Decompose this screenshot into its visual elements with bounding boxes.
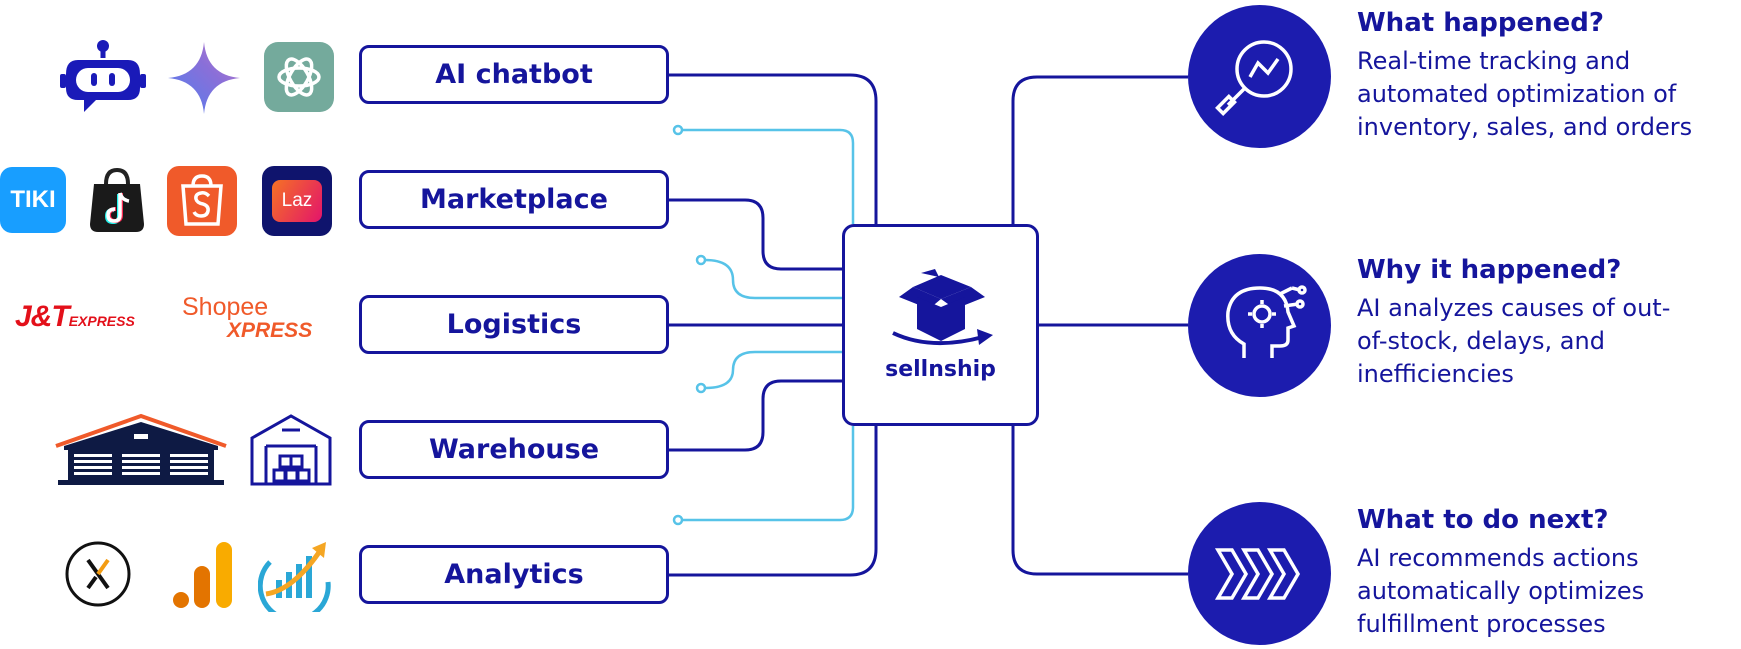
tiki-logo-text: TIKI [10,186,56,213]
warehouse-building-icon [55,413,227,485]
warehouse-outline-icon [250,414,332,486]
open-box-icon [892,269,993,346]
source-box-logistics: Logistics [359,295,669,354]
output-desc-line: AI analyzes causes of out- [1357,294,1671,322]
output-title-what-happened: What happened? [1357,8,1604,38]
aux-line-4 [682,426,855,522]
aux-line-3 [704,350,842,390]
x-logo [65,541,131,607]
output-desc-line: of-stock, delays, and [1357,327,1605,355]
source-box-marketplace: Marketplace [359,170,669,229]
output-desc-line: inventory, sales, and orders [1357,113,1693,141]
tiktok-shop-logo [90,167,144,232]
jt-express-logo-sub: EXPRESS [68,313,135,329]
source-box-warehouse: Warehouse [359,420,669,479]
shopee-xpress-logo-top: Shopee [182,293,269,321]
openai-icon [264,42,334,112]
source-label-marketplace: Marketplace [420,184,608,215]
output-desc-what-next: AI recommends actions automatically opti… [1357,542,1737,641]
connector-warehouse [669,379,842,452]
shopee-xpress-logo: Shopee XPRESS [182,294,332,356]
robot-icon [60,40,146,112]
output-circle-what-happened [1188,5,1331,148]
output-title-what-next: What to do next? [1357,505,1609,535]
forward-chevrons-icon [1214,548,1301,600]
source-label-analytics: Analytics [444,559,584,590]
connector-ai-chatbot [669,73,878,224]
shopee-xpress-logo-bottom: XPRESS [227,319,313,342]
lazada-logo-text: Laz [281,190,313,211]
head-gear-icon [1226,285,1307,358]
output-desc-line: automated optimization of [1357,80,1677,108]
aux-line-1 [682,128,855,224]
aux-line-2 [704,258,842,300]
connector-out-3 [1011,426,1188,576]
source-label-ai-chatbot: AI chatbot [435,59,593,90]
output-desc-line: inefficiencies [1357,360,1514,388]
output-circle-why-happened [1188,254,1331,397]
output-desc-line: automatically optimizes [1357,577,1645,605]
output-desc-line: fulfillment processes [1357,610,1606,638]
hub-label: sellnship [885,357,996,382]
output-desc-why-happened: AI analyzes causes of out- of-stock, del… [1357,292,1737,391]
output-title-why-happened: Why it happened? [1357,255,1622,285]
source-box-analytics: Analytics [359,545,669,604]
connector-analytics [669,426,878,577]
magnifier-chart-icon [1215,40,1293,116]
output-desc-line: AI recommends actions [1357,544,1639,572]
source-label-warehouse: Warehouse [428,434,600,465]
lazada-logo-heart: Laz [272,180,322,222]
sellnship-hub: sellnship [842,224,1039,426]
lazada-logo: Laz [262,166,332,236]
google-analytics-icon [173,542,232,608]
output-desc-what-happened: Real-time tracking and automated optimiz… [1357,45,1737,144]
jt-express-logo-main: J&T [15,300,70,333]
growth-chart-icon [258,542,331,612]
output-circle-what-next [1188,502,1331,645]
sparkle-icon [168,42,240,114]
jt-express-logo: J&TEXPRESS [15,300,160,346]
shopee-logo [167,166,237,236]
connector-out-1 [1011,75,1188,224]
output-desc-line: Real-time tracking and [1357,47,1631,75]
connector-marketplace [669,198,842,271]
source-box-ai-chatbot: AI chatbot [359,45,669,104]
source-label-logistics: Logistics [446,309,582,340]
tiki-logo: TIKI [0,167,66,233]
